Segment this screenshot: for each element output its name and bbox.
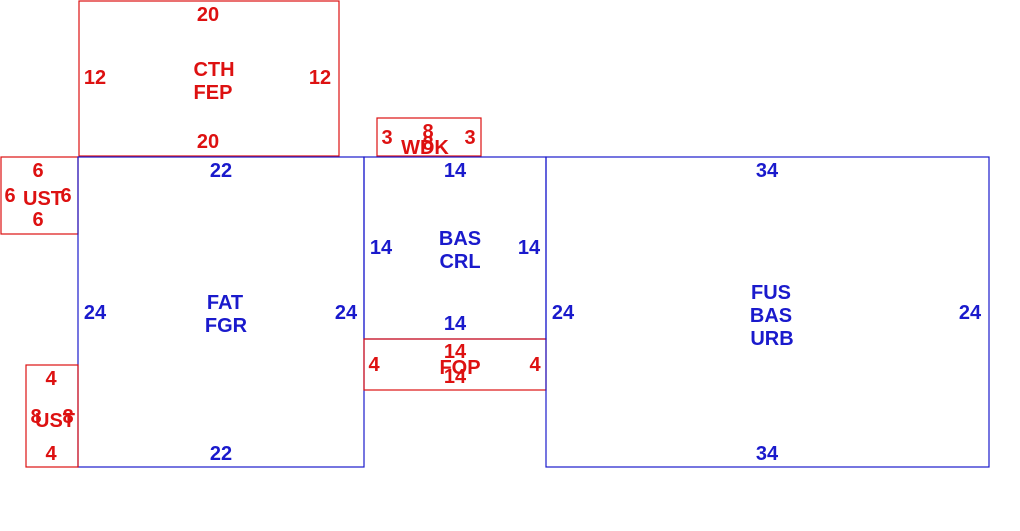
bas-label-1: BAS bbox=[439, 228, 481, 250]
area-wdk-outline bbox=[376, 117, 482, 157]
wdk-label: WDK bbox=[401, 137, 449, 159]
fop-dim-right: 4 bbox=[529, 354, 541, 376]
area-cth-outline bbox=[78, 0, 340, 157]
cth-label-1: CTH bbox=[193, 59, 234, 81]
fop-dim-top: 14 bbox=[444, 341, 467, 363]
ust-top-dim-bottom: 6 bbox=[32, 209, 43, 231]
fat-label-1: FAT bbox=[207, 292, 243, 314]
area-ust-bottom-outline bbox=[25, 364, 79, 468]
fus-dim-bottom: 34 bbox=[756, 443, 779, 465]
fat-label-2: FGR bbox=[205, 315, 248, 337]
fus-dim-left: 24 bbox=[552, 302, 575, 324]
fat-dim-left: 24 bbox=[84, 302, 107, 324]
cth-label-2: FEP bbox=[194, 82, 233, 104]
wdk-dim-top: 8 bbox=[422, 121, 433, 143]
area-fat: 22 22 24 24 FAT FGR bbox=[77, 156, 365, 468]
ust-top-dim-top: 6 bbox=[32, 160, 43, 182]
fop-dim-left: 4 bbox=[368, 354, 380, 376]
cth-dim-left: 12 bbox=[84, 67, 106, 89]
ust-bottom-dim-top: 4 bbox=[45, 368, 57, 390]
fop-dim-bottom: 14 bbox=[444, 366, 467, 388]
cth-dim-right: 12 bbox=[309, 67, 331, 89]
wdk-dim-left: 3 bbox=[381, 127, 392, 149]
bas-label-2: CRL bbox=[439, 251, 480, 273]
ust-bottom-label: UST bbox=[35, 410, 75, 432]
area-fus-outline bbox=[545, 156, 990, 468]
bas-dim-top: 14 bbox=[444, 160, 467, 182]
bas-dim-right: 14 bbox=[518, 237, 541, 259]
area-bas: 14 14 14 14 BAS CRL bbox=[363, 156, 547, 340]
area-ust-top: 6 6 6 6 UST bbox=[0, 156, 79, 235]
fus-label-3: URB bbox=[750, 328, 793, 350]
fus-label-1: FUS bbox=[751, 282, 791, 304]
area-cth: 20 20 12 12 CTH FEP bbox=[78, 0, 340, 157]
ust-bottom-dim-left: 8 bbox=[30, 406, 41, 428]
ust-top-dim-left: 6 bbox=[4, 185, 15, 207]
cth-dim-bottom: 20 bbox=[197, 131, 219, 153]
wdk-dim-right: 3 bbox=[464, 127, 475, 149]
ust-bottom-dim-bottom: 4 bbox=[45, 443, 57, 465]
bas-dim-left: 14 bbox=[370, 237, 393, 259]
area-fus: 34 34 24 24 FUS BAS URB bbox=[545, 156, 990, 468]
fop-label: FOP bbox=[439, 357, 480, 379]
area-wdk: 8 8 3 3 WDK bbox=[376, 117, 482, 159]
fat-dim-bottom: 22 bbox=[210, 443, 232, 465]
ust-top-label: UST bbox=[23, 188, 63, 210]
fat-dim-right: 24 bbox=[335, 302, 358, 324]
fus-dim-right: 24 bbox=[959, 302, 982, 324]
area-ust-bottom: 4 4 8 8 UST bbox=[25, 364, 79, 468]
area-fop: 14 14 4 4 FOP bbox=[363, 338, 547, 391]
bas-dim-bottom: 14 bbox=[444, 313, 467, 335]
wdk-dim-bottom: 8 bbox=[422, 133, 433, 155]
fus-label-2: BAS bbox=[750, 305, 792, 327]
fat-dim-top: 22 bbox=[210, 160, 232, 182]
cth-dim-top: 20 bbox=[197, 4, 219, 26]
fus-dim-top: 34 bbox=[756, 160, 779, 182]
ust-bottom-dim-right: 8 bbox=[62, 406, 73, 428]
ust-top-dim-right: 6 bbox=[60, 185, 71, 207]
